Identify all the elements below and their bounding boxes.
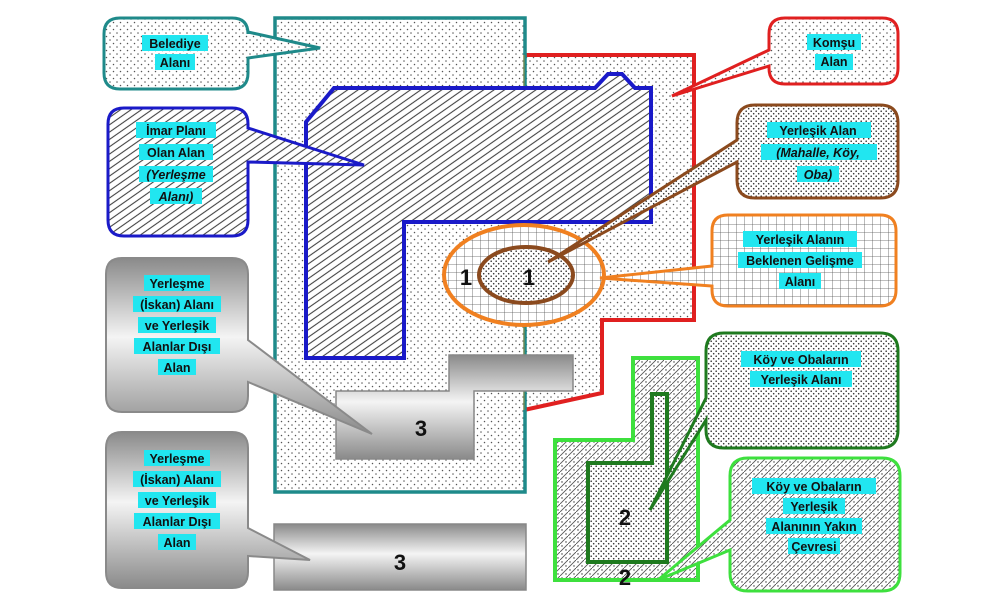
- outside-lower-number: 3: [394, 550, 406, 575]
- disi-lower-line-4: Alanlar Dışı: [143, 515, 212, 529]
- disi-lower-line-1: Yerleşme: [150, 452, 205, 466]
- gelisme-line-2: Beklenen Gelişme: [746, 254, 854, 268]
- imar-line-2: Olan Alan: [147, 146, 205, 160]
- koy-cevre-line-3: Alanının Yakın: [771, 520, 856, 534]
- callout-komsu-text: Komşu Alan: [807, 34, 861, 70]
- belediye-line-2: Alanı: [160, 56, 191, 70]
- callout-koy-text: Köy ve Obaların Yerleşik Alanı: [741, 351, 861, 387]
- callout-koy-cevre-text: Köy ve Obaların Yerleşik Alanının Yakın …: [752, 478, 876, 554]
- koy-cevre-line-2: Yerleşik: [790, 500, 837, 514]
- disi-upper-line-3: ve Yerleşik: [145, 319, 209, 333]
- callout-yerlesik-text: Yerleşik Alan (Mahalle, Köy, Oba): [761, 122, 877, 182]
- village-number: 2: [619, 505, 631, 530]
- disi-lower-line-3: ve Yerleşik: [145, 494, 209, 508]
- komsu-line-1: Komşu: [813, 36, 855, 50]
- imar-line-3: (Yerleşme: [146, 168, 205, 182]
- koy-line-1: Köy ve Obaların: [753, 353, 848, 367]
- callout-imar-text: İmar Planı Olan Alan (Yerleşme Alanı): [136, 122, 216, 204]
- callout-disi-upper-text: Yerleşme (İskan) Alanı ve Yerleşik Alanl…: [133, 275, 221, 375]
- koy-cevre-line-4: Çevresi: [791, 540, 836, 554]
- koy-cevre-line-1: Köy ve Obaların: [766, 480, 861, 494]
- expansion-number: 1: [460, 265, 472, 290]
- gelisme-line-3: Alanı: [785, 275, 816, 289]
- gelisme-line-1: Yerleşik Alanın: [756, 233, 844, 247]
- imar-line-4: Alanı): [158, 190, 194, 204]
- callout-komsu: [671, 16, 900, 98]
- yerlesik-line-1: Yerleşik Alan: [779, 124, 856, 138]
- neighbor-border: [523, 53, 696, 412]
- callout-gelisme-text: Yerleşik Alanın Beklenen Gelişme Alanı: [738, 231, 862, 289]
- village-near-number: 2: [619, 565, 631, 590]
- yerlesik-line-2: (Mahalle, Köy,: [776, 146, 860, 160]
- yerlesik-line-3: Oba): [804, 168, 832, 182]
- callout-disi-lower-text: Yerleşme (İskan) Alanı ve Yerleşik Alanl…: [133, 450, 221, 550]
- disi-upper-line-4: Alanlar Dışı: [143, 340, 212, 354]
- disi-upper-line-2: (İskan) Alanı: [140, 297, 214, 312]
- disi-upper-line-5: Alan: [163, 361, 190, 375]
- disi-lower-line-5: Alan: [163, 536, 190, 550]
- belediye-line-1: Belediye: [149, 37, 200, 51]
- outside-area-upper: [335, 354, 574, 460]
- settlement-number: 1: [523, 265, 535, 290]
- zoning-plan-area: [304, 72, 653, 360]
- callout-belediye-text: Belediye Alanı: [142, 35, 208, 70]
- outside-upper-number: 3: [415, 416, 427, 441]
- disi-lower-line-2: (İskan) Alanı: [140, 472, 214, 487]
- disi-upper-line-1: Yerleşme: [150, 277, 205, 291]
- komsu-line-2: Alan: [820, 55, 847, 69]
- imar-line-1: İmar Planı: [146, 123, 206, 138]
- koy-line-2: Yerleşik Alanı: [761, 373, 842, 387]
- village-settled-area: [586, 392, 669, 564]
- outside-area-lower: [273, 523, 527, 591]
